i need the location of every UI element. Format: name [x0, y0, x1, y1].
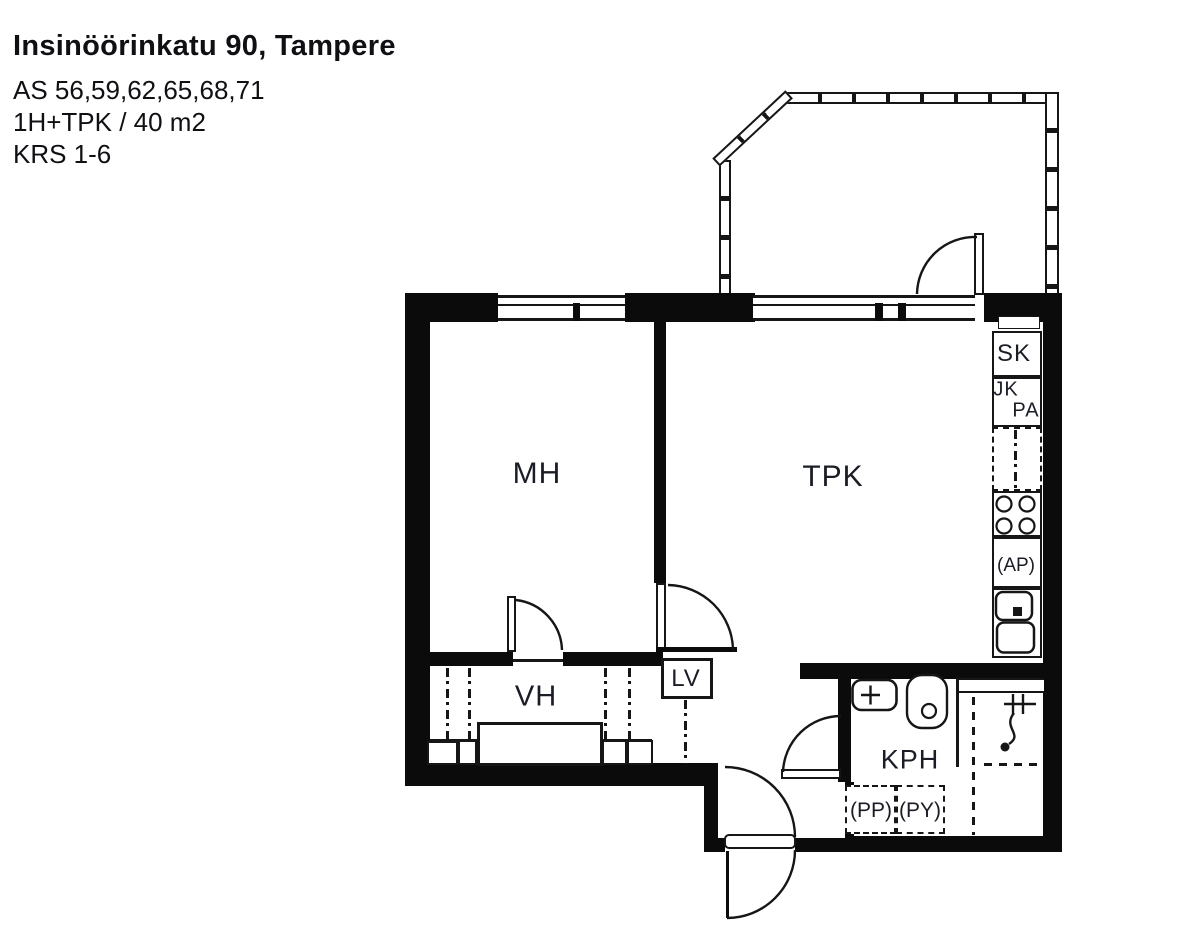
- kph-bench-edge: [956, 678, 959, 767]
- address-title: Insinöörinkatu 90, Tampere: [13, 30, 396, 62]
- vh-cabinet-d: [627, 740, 653, 765]
- kitchen-fridge-freezer: [992, 377, 1042, 427]
- kitchen-upper-cabinet-centerline: [1014, 430, 1017, 488]
- vh-wardrobe-rail-4: [628, 668, 631, 740]
- kph-door-arc: [781, 714, 842, 773]
- kph-washer-slot: [845, 785, 896, 834]
- kitchen-sink-counter: [992, 588, 1042, 658]
- vh-cabinet-a: [427, 741, 458, 765]
- vh-wardrobe-rail-1: [446, 668, 449, 740]
- vh-wardrobe-base-line-left: [430, 739, 477, 742]
- floor-range: KRS 1-6: [13, 139, 112, 169]
- wall-kph-left: [838, 663, 851, 782]
- balcony-rail-top: [786, 92, 1059, 104]
- lv-box: [661, 658, 713, 699]
- wall-mh-bottom-right: [563, 652, 663, 666]
- wall-front-right: [795, 838, 846, 852]
- balcony-door-arc: [915, 235, 978, 295]
- wall-top-mid: [625, 293, 755, 322]
- wall-right: [1043, 293, 1062, 852]
- wall-entry-step: [704, 786, 718, 852]
- mh-tpk-door-arc: [667, 583, 735, 651]
- vh-shelf-unit: [477, 722, 603, 766]
- fixture-label-py: (PY): [899, 799, 941, 822]
- balcony-rail-right: [1045, 92, 1059, 296]
- fixture-label-ap: (AP): [997, 555, 1035, 576]
- kitchen-upper-cabinet: [992, 427, 1042, 491]
- apartment-numbers: AS 56,59,62,65,68,71: [13, 75, 265, 105]
- mh-door-arc: [515, 598, 564, 651]
- fixture-label-pa: PA: [1012, 399, 1040, 422]
- toilet-icon: [905, 673, 949, 730]
- fixture-label-sk: SK: [996, 340, 1032, 367]
- vent-slot-above-sk: [998, 316, 1040, 329]
- wall-mh-tpk: [654, 318, 666, 583]
- vh-wardrobe-rail-2: [468, 668, 471, 740]
- mh-door-threshold: [513, 659, 563, 662]
- room-label-kph: KPH: [880, 744, 940, 775]
- kph-shower-dash-horizontal: [984, 763, 1043, 766]
- vh-wardrobe-rail-3: [604, 668, 607, 740]
- wall-left: [405, 293, 430, 786]
- vh-cabinet-c: [602, 740, 627, 765]
- kph-bench: [957, 678, 1044, 693]
- wall-kph-bottom: [845, 836, 1062, 852]
- front-door-open-leaf: [726, 851, 729, 918]
- mh-tpk-door-open-leaf: [656, 647, 737, 652]
- room-label-vh: VH: [514, 680, 558, 713]
- fixture-label-lv: LV: [671, 665, 701, 692]
- balcony-rail-diagonal: [712, 90, 793, 167]
- front-door-arc-outer: [726, 849, 797, 920]
- washbasin-icon: [851, 678, 898, 712]
- hall-divider-dashline: [684, 700, 687, 764]
- kph-door-leaf: [781, 769, 841, 779]
- kitchen-sk-cabinet: [992, 331, 1042, 377]
- tpk-window-mullion-1: [875, 303, 883, 321]
- tpk-window-mullion-2: [898, 303, 906, 321]
- mh-door-leaf: [507, 596, 516, 652]
- mh-window: [498, 295, 625, 321]
- vh-cabinet-b: [458, 740, 477, 765]
- kph-shower-dash-vertical: [972, 697, 975, 835]
- plan-header: Insinöörinkatu 90, Tampere AS 56,59,62,6…: [13, 30, 396, 170]
- fixture-label-jk: JK: [993, 378, 1019, 401]
- kitchen-stove: [992, 491, 1042, 537]
- wall-mh-bottom-left: [430, 652, 513, 666]
- balcony-rail-left: [719, 160, 731, 296]
- balcony-door-leaf: [974, 233, 984, 295]
- wall-bottom-left: [405, 763, 718, 786]
- mh-tpk-door-leaf: [656, 583, 666, 651]
- room-label-mh: MH: [512, 457, 562, 490]
- mh-window-sill-line: [498, 304, 625, 306]
- room-label-tpk: TPK: [802, 460, 864, 493]
- kph-dryer-slot: [896, 785, 945, 834]
- mh-window-mullion: [573, 303, 580, 321]
- shower-icon: [1000, 694, 1036, 752]
- tpk-window-sill-line: [753, 304, 975, 306]
- wall-kph-top: [800, 663, 1043, 679]
- kitchen-dishwasher: [992, 537, 1042, 588]
- fixture-label-pp: (PP): [850, 799, 892, 822]
- tpk-window: [753, 295, 975, 321]
- wall-front-stub: [717, 838, 725, 852]
- apartment-type: 1H+TPK / 40 m2: [13, 107, 206, 137]
- front-door-leaf: [724, 834, 796, 849]
